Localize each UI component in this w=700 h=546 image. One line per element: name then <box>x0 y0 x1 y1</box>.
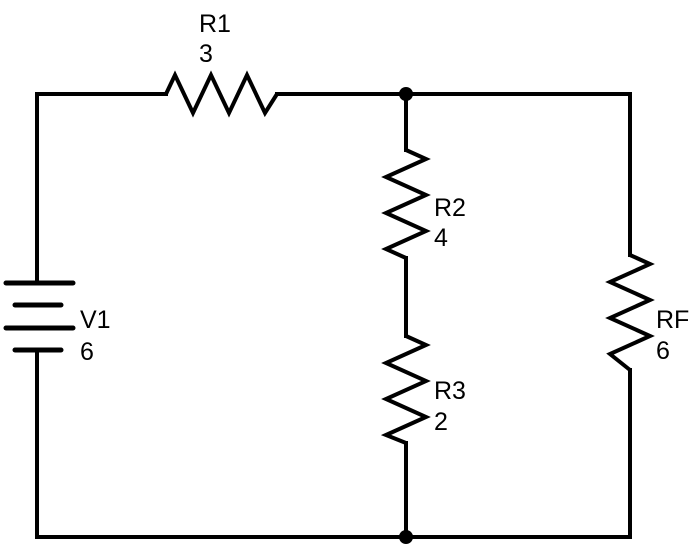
wire-bottom-left <box>35 348 408 539</box>
battery-v1-symbol <box>3 280 76 353</box>
v1-value-label: 6 <box>80 338 94 366</box>
wire-bottom-right <box>404 368 632 539</box>
junction-node-bottom <box>399 530 413 544</box>
v1-name-label: V1 <box>80 306 111 334</box>
r1-value-label: 3 <box>199 40 213 68</box>
r2-value-label: 4 <box>434 224 448 252</box>
rf-value-label: 6 <box>656 337 670 365</box>
resistor-r1-symbol <box>164 70 279 118</box>
resistor-r3-symbol <box>380 334 431 445</box>
r3-value-label: 2 <box>434 408 448 436</box>
wire-top-right <box>404 92 632 257</box>
wires <box>35 92 632 539</box>
junction-node-top <box>399 87 413 101</box>
resistor-r2-symbol <box>381 148 431 260</box>
rf-name-label: RF <box>656 306 689 334</box>
r1-name-label: R1 <box>199 10 231 38</box>
r2-name-label: R2 <box>434 194 466 222</box>
wire-top-left <box>35 92 168 285</box>
resistor-rf-symbol <box>605 253 655 372</box>
r3-name-label: R3 <box>434 377 466 405</box>
